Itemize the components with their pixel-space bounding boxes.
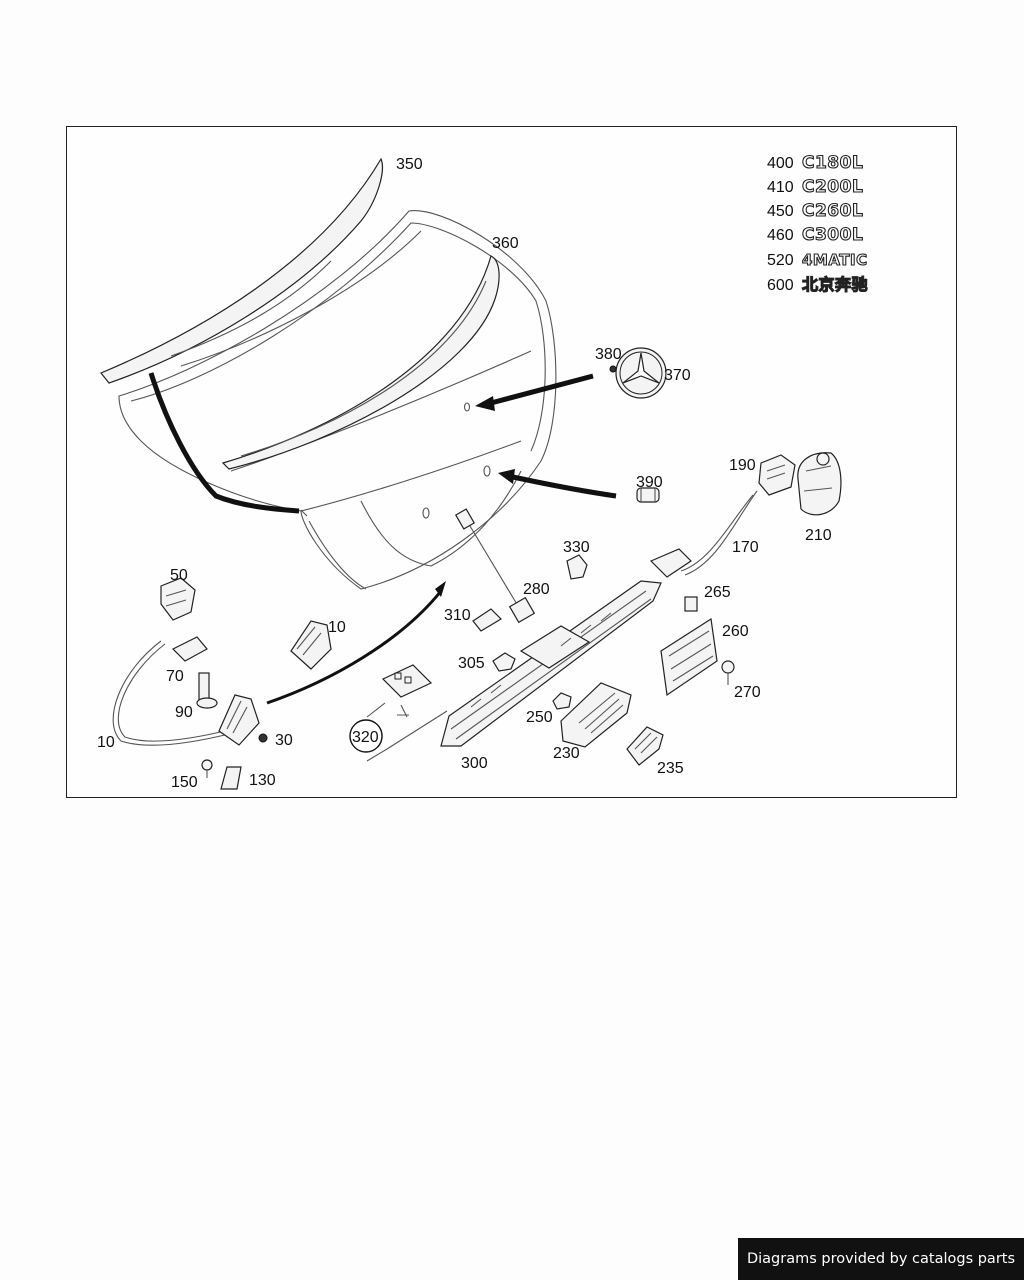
callout-70: 70 (166, 668, 184, 685)
callout-360: 360 (492, 235, 519, 252)
legend-number: 450 (767, 203, 794, 220)
arrow-star-to-lid (475, 373, 594, 411)
callout-380: 380 (595, 346, 622, 363)
screw-270 (721, 660, 735, 685)
part-265 (684, 596, 698, 612)
camera-235 (626, 726, 664, 766)
callout-30: 30 (275, 732, 293, 749)
legend-number: 460 (767, 227, 794, 244)
lock-lower (218, 694, 260, 746)
bracket-310 (472, 608, 502, 632)
callout-320: 320 (352, 729, 379, 746)
seal-strip (148, 372, 300, 514)
screw-30 (258, 733, 268, 743)
legend-number: 520 (767, 252, 794, 269)
callout-210: 210 (805, 527, 832, 544)
arrow-plug-to-lid (498, 469, 617, 499)
callout-235: 235 (657, 760, 684, 777)
callout-190: 190 (729, 457, 756, 474)
callout-250: 250 (526, 709, 553, 726)
callout-10-upper: 10 (328, 619, 346, 636)
legend-number: 400 (767, 155, 794, 172)
clip-305 (492, 652, 516, 672)
emblem-legend: 400 C180L 410 C200L 450 C260L 460 C300L … (767, 152, 868, 294)
bolt-90 (196, 672, 218, 709)
legend-emblem-text: C180L (802, 153, 863, 173)
clip-330 (566, 554, 588, 580)
plug-390 (636, 487, 660, 503)
handle-bar-300 (440, 548, 692, 747)
arrow-lock-to-lid (266, 581, 446, 705)
legend-emblem-text: 4MATIC (802, 251, 868, 269)
cable-10 (112, 640, 234, 746)
callout-170: 170 (732, 539, 759, 556)
callout-270: 270 (734, 684, 761, 701)
parts-diagram-frame: 350 360 380 370 390 190 210 170 330 280 … (66, 126, 957, 798)
callout-260: 260 (722, 623, 749, 640)
callout-350: 350 (396, 156, 423, 173)
callout-230: 230 (553, 745, 580, 762)
callout-330: 330 (563, 539, 590, 556)
callout-90: 90 (175, 704, 193, 721)
screw-150 (201, 759, 213, 778)
callout-130: 130 (249, 772, 276, 789)
callout-300: 300 (461, 755, 488, 772)
lock-50 (160, 577, 196, 621)
callout-370: 370 (664, 367, 691, 384)
callout-280: 280 (523, 581, 550, 598)
footer-attribution: Diagrams provided by catalogs parts (738, 1238, 1024, 1280)
camera-230 (560, 682, 632, 748)
callout-150: 150 (171, 774, 198, 791)
legend-emblem-text: C200L (802, 177, 863, 197)
callout-10-lower: 10 (97, 734, 115, 751)
callout-265: 265 (704, 584, 731, 601)
pad-320 (349, 664, 448, 762)
actuator-210 (797, 452, 842, 516)
star-emblem-370 (609, 347, 667, 399)
part-250 (552, 692, 572, 710)
part-70 (171, 636, 208, 662)
legend-number: 410 (767, 179, 794, 196)
license-bracket-260 (660, 617, 718, 697)
legend-emblem-text: 北京奔驰 (802, 275, 868, 294)
callout-390: 390 (636, 474, 663, 491)
trim-strip-360 (221, 255, 500, 470)
callout-310: 310 (444, 607, 471, 624)
callout-305: 305 (458, 655, 485, 672)
sensor-rod-280 (454, 508, 536, 624)
lock-10-upper (290, 620, 332, 670)
legend-emblem-text: C300L (802, 225, 863, 245)
legend-emblem-text: C260L (802, 201, 863, 221)
cable-170 (680, 490, 758, 576)
legend-number: 600 (767, 277, 794, 294)
cover-130 (220, 766, 242, 790)
spoiler-350 (100, 157, 383, 384)
trunk-lid-exploded-view: 350 360 380 370 390 190 210 170 330 280 … (97, 152, 868, 791)
callout-50: 50 (170, 567, 188, 584)
actuator-190 (758, 454, 796, 496)
